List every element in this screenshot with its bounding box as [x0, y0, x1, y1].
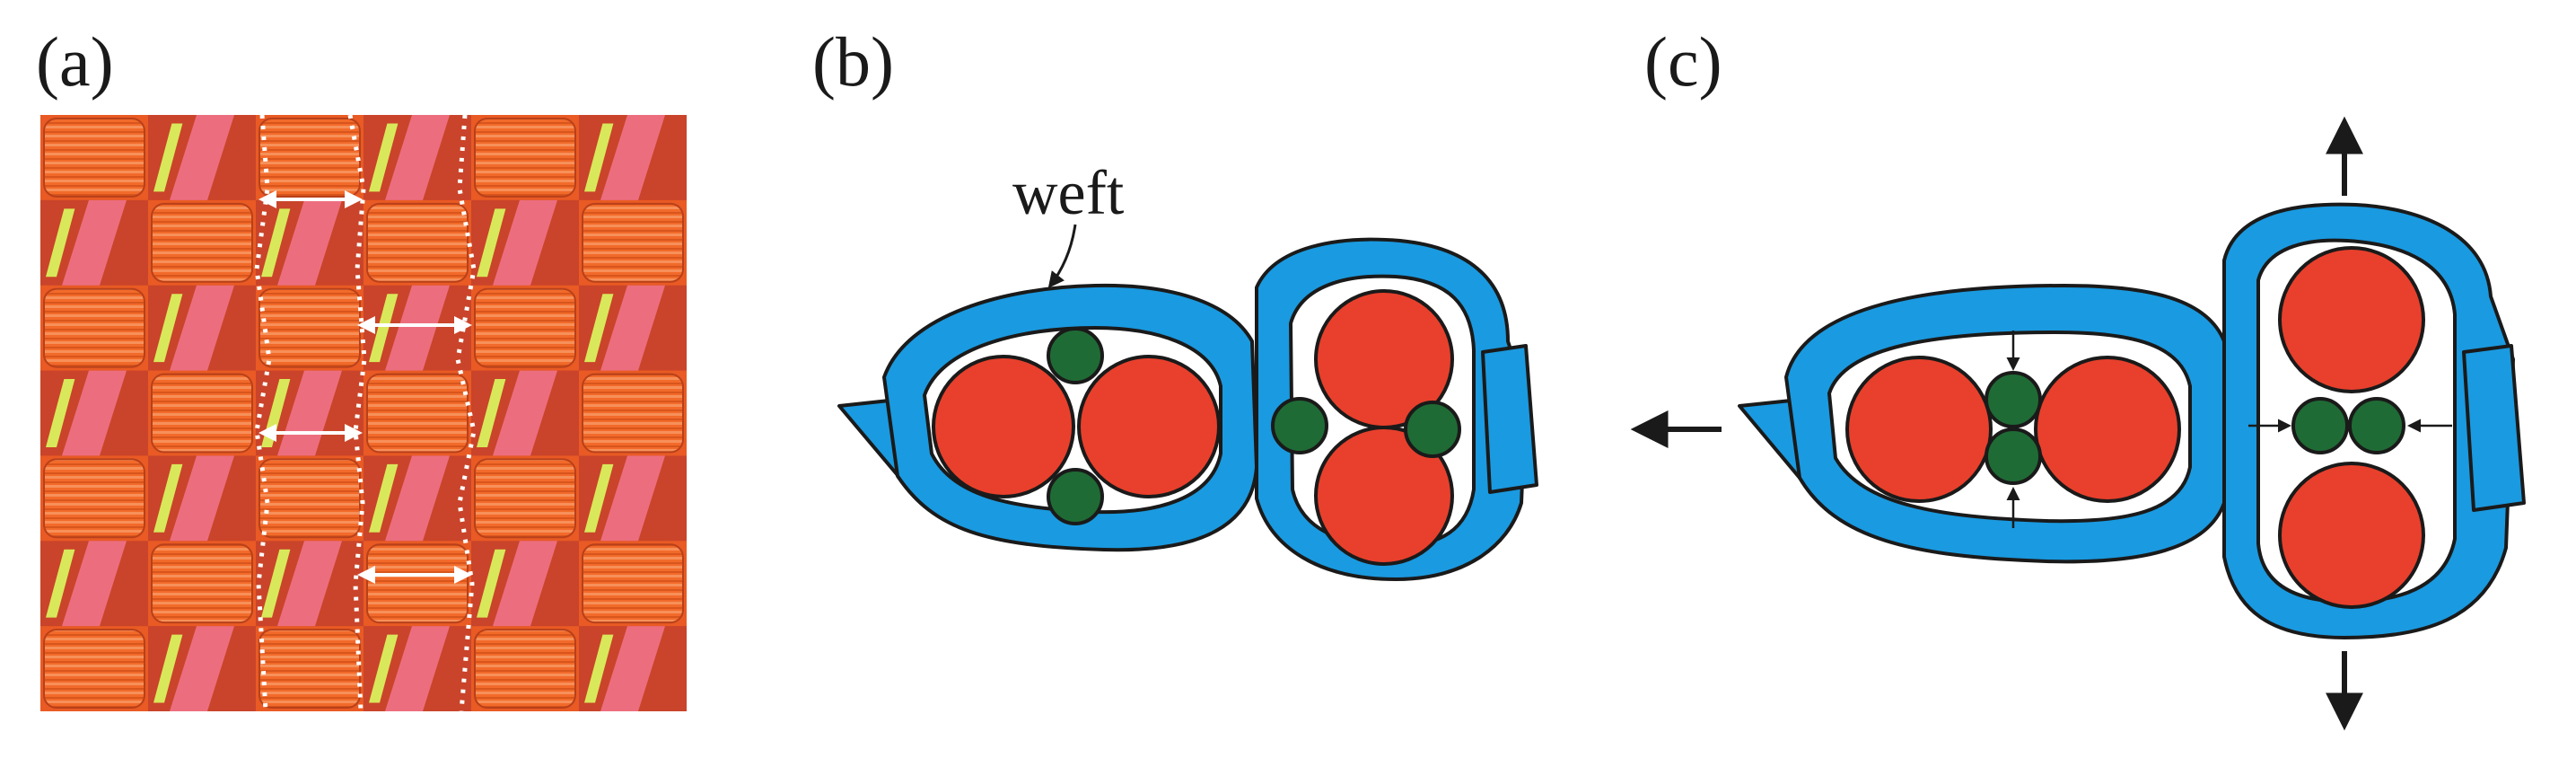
panel-b-cross-section: weft [837, 159, 1538, 581]
fabric-cell [582, 543, 684, 624]
fabric-cell [582, 202, 684, 283]
fabric-cell [148, 455, 256, 542]
fabric-cell [364, 115, 471, 200]
fabric-cell [474, 287, 576, 368]
fabric-cell [258, 287, 361, 368]
fabric-cell [258, 458, 361, 539]
fabric-cell [256, 370, 364, 456]
fabric-cell [474, 118, 576, 198]
fabric-cell [579, 285, 687, 371]
fabric-cell [43, 287, 145, 368]
fabric-cell [43, 629, 145, 710]
fabric-cell [579, 626, 687, 711]
weft-callout-label: weft [1012, 159, 1125, 228]
fabric-cell [43, 118, 145, 198]
weft-band-right-tail [2462, 344, 2526, 512]
fabric-cell [148, 285, 256, 371]
fabric-cell [40, 199, 148, 286]
fabric-cell [148, 626, 256, 711]
dotted-boundary-3 [455, 115, 477, 711]
fabric-cell [258, 118, 361, 198]
fabric-cell [471, 370, 579, 456]
binder-fiber [1985, 427, 2042, 485]
fabric-cell [366, 202, 469, 283]
fabric-cell [579, 115, 687, 200]
warp-fiber [2278, 462, 2425, 609]
panel-c-cross-section [1630, 116, 2526, 731]
warp-fiber [2034, 356, 2181, 503]
fabric-cell [40, 541, 148, 627]
fabric-cell [151, 202, 253, 283]
binder-fiber [1404, 401, 1461, 458]
fabric-cell [151, 373, 253, 454]
binder-fiber [2291, 397, 2349, 454]
warp-fiber [1314, 426, 1454, 566]
callout-arrow-icon [1047, 224, 1077, 288]
fabric-cell [256, 541, 364, 627]
panel-b-label: (b) [812, 22, 894, 101]
fabric-cell [364, 285, 471, 371]
fabric-cell [364, 455, 471, 542]
warp-fiber [1845, 356, 1993, 503]
fabric-cell [579, 455, 687, 542]
fabric-cell [364, 626, 471, 711]
binder-fiber [1047, 468, 1104, 525]
fabric-photo [40, 115, 687, 711]
binder-fiber [1271, 397, 1328, 454]
fabric-cell [256, 199, 364, 286]
fabric-cell [40, 370, 148, 456]
fabric-cell [582, 373, 684, 454]
warp-fiber [932, 355, 1075, 498]
fabric-cell [151, 543, 253, 624]
warp-fiber [2278, 246, 2425, 393]
warp-fiber [1077, 355, 1221, 498]
fabric-cell [366, 373, 469, 454]
fabric-cell [148, 115, 256, 200]
panel-a-label: (a) [36, 22, 114, 101]
fabric-cell [43, 458, 145, 539]
weft-band-right-tail [1481, 344, 1538, 494]
binder-fiber [1047, 327, 1104, 384]
binder-fiber [1985, 371, 2042, 428]
panel-c-label: (c) [1644, 22, 1722, 101]
fabric-cell [258, 629, 361, 710]
fabric-cell [474, 458, 576, 539]
fabric-cell [366, 543, 469, 624]
fabric-cell [474, 629, 576, 710]
fabric-cell [471, 541, 579, 627]
binder-fiber [2348, 397, 2405, 454]
fabric-cell [471, 199, 579, 286]
